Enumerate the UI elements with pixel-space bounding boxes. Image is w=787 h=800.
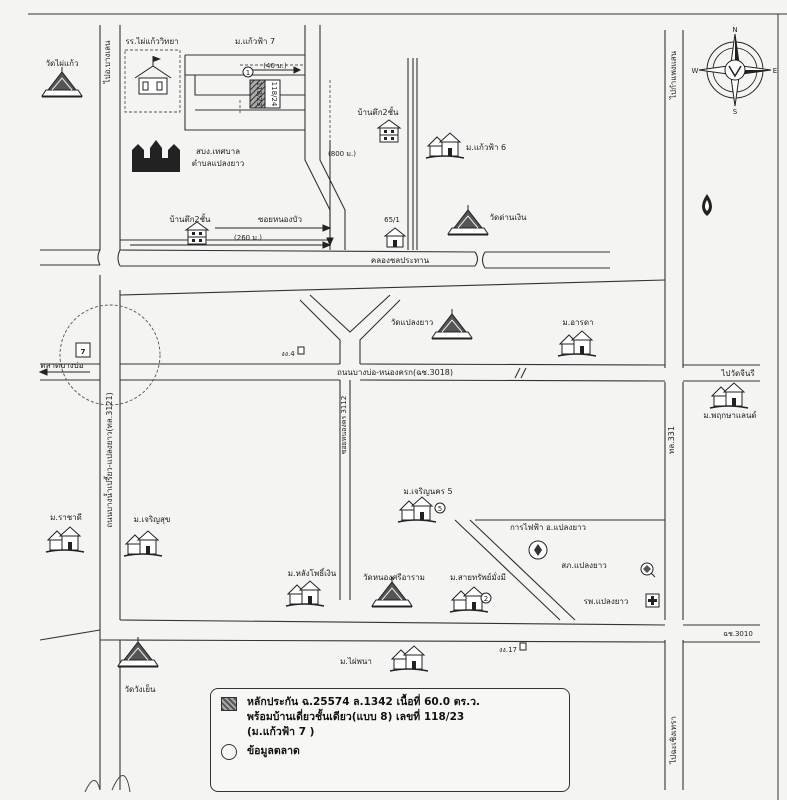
legend-row-market: ข้อมูลตลาด [221, 744, 559, 760]
compass-w: W [692, 67, 699, 75]
label-soi-3112: ซอยหนองคร 3112 [340, 396, 348, 455]
label-hospital: รพ.แปลงยาว [584, 597, 629, 606]
label-dist-260: (260 ม.) [234, 234, 262, 242]
cluster-marker-5: 5 [434, 502, 446, 514]
target-marker-number: 1 [246, 69, 250, 77]
label-wat-wang-yen: วัดวังเย็น [125, 684, 157, 694]
circle-swatch-icon [221, 744, 237, 760]
label-moo-kaewfah7: ม.แก้วฟ้า 7 [235, 37, 275, 46]
km-marker-4 [297, 346, 305, 355]
label-school: รร.ไผ่แก้ววิทยา [125, 37, 178, 46]
hatched-swatch-icon [221, 697, 237, 711]
label-soi-nongbua: ซอยหนองบัว [258, 215, 302, 224]
label-police: สภ.แปลงยาว [561, 561, 606, 570]
label-dist-40: (40 ม.) [263, 62, 287, 70]
label-dist-800: (800 ม.) [328, 150, 356, 158]
compass-rose-icon: N S E W [692, 26, 778, 116]
label-sobtor-2: ตำบลแปลงยาว [192, 159, 244, 168]
target-plot[interactable]: 118/23 118/24 [249, 79, 281, 109]
label-khlong: คลองชลประทาน [371, 256, 430, 265]
legend-panel: หลักประกัน ฉ.25574 ล.1342 เนื้อที่ 60.0 … [210, 688, 570, 792]
cluster-marker-5-number: 5 [438, 505, 442, 513]
distance-arrows [38, 66, 334, 376]
label-chor-3010: ฉช.3010 [723, 630, 753, 638]
legend-row-collateral: หลักประกัน ฉ.25574 ล.1342 เนื้อที่ 60.0 … [221, 695, 559, 740]
legend-line-2: พร้อมบ้านเดี่ยวชั้นเดียว(แบบ 8) เลขที่ 1… [247, 711, 465, 723]
label-moo-charoen-suk: ม.เจริญสุข [134, 515, 171, 524]
municipal-office-icon [132, 140, 180, 172]
label-moo-phaiphana: ม.ไผ่พนา [340, 657, 372, 666]
label-market: ตลาดบางบ่อ [40, 361, 83, 370]
label-moo-arada: ม.อารดา [562, 318, 593, 327]
cluster-marker-2-number: 2 [484, 595, 488, 603]
cluster-marker-2: 2 [480, 592, 492, 604]
label-wat-phai-kaew: วัดไผ่แก้ว [46, 59, 79, 68]
map-labels: วัดไผ่แก้ว ไปอ.บางเลน รร.ไผ่แก้ววิทยา ม.… [40, 37, 756, 765]
hospital-icon [645, 593, 660, 608]
label-wat-dan-ngoen: วัดด่านเงิน [490, 213, 527, 222]
label-road-main: ถนนบางบ่อ-หนองครก(ฉช.3018) [337, 368, 453, 377]
label-pai-chachoengsao: ไปฉะเชิงเทรา [669, 716, 678, 765]
label-moo-rachadi: ม.ราชาดี [50, 513, 82, 522]
police-station-icon [640, 562, 656, 578]
label-moo-sap-mong: ม.สายทรัพย์มั่งมี [450, 571, 506, 582]
label-moo-charoen5: ม.เจริญนคร 5 [403, 487, 452, 496]
plot-label-a: 118/23 [255, 82, 263, 107]
label-pai-bang-le: ไปอ.บางเลน [103, 40, 112, 85]
compass-n: N [732, 26, 737, 34]
label-wat-plaeng-yao: วัดแปลงยาว [391, 318, 433, 327]
plot-label-b: 118/24 [270, 82, 278, 107]
km-marker-17 [519, 642, 527, 651]
target-marker: 1 [242, 66, 254, 78]
school-icon [134, 56, 172, 95]
compass-s: S [733, 108, 738, 116]
label-moo-kaewfah6: ม.แก้วฟ้า 6 [466, 143, 506, 152]
roads [39, 25, 760, 790]
label-ngor-17: งง.17 [499, 646, 517, 654]
legend-line-1: หลักประกัน ฉ.25574 ล.1342 เนื้อที่ 60.0 … [247, 696, 481, 708]
label-wat-nong-thi: วัดหนองศรีอาราม [363, 573, 425, 582]
store-icon: 7 [75, 342, 91, 358]
label-ban-tuek-top: บ้านตึก2ชั้น [357, 106, 399, 117]
svg-text:7: 7 [81, 348, 86, 356]
label-tl-331: ทล.331 [667, 426, 676, 454]
label-ban-tuek-mid: บ้านตึก2ชั้น [169, 213, 211, 224]
label-ngor-4: งง.4 [281, 350, 295, 358]
bottom-scribbles [84, 775, 131, 793]
compass-e: E [773, 67, 777, 75]
label-moo-phrueksa: ม.พฤกษาแลนด์ [703, 410, 756, 420]
label-sobtor-1: สบง.เทศบาล [196, 147, 240, 156]
label-road-left: ถนนบางน้ำเปรี้ยว-แปลงยาว(ทล.3121) [103, 392, 114, 527]
label-65-1: 65/1 [384, 216, 400, 224]
label-pai-wat-chin: ไปวัดจีนรี [720, 369, 755, 378]
power-authority-icon [528, 540, 548, 560]
legend-line-4: ข้อมูลตลาด [247, 745, 300, 757]
label-pea: การไฟฟ้า อ.แปลงยาว [510, 523, 586, 532]
label-pai-kamphaeng: ไปกำแพงแสน [669, 50, 678, 100]
gas-station-icon [702, 194, 712, 216]
label-moo-lomkhao: ม.หลังโพธิ์เงิน [288, 567, 337, 578]
legend-line-3: (ม.แก้วฟ้า 7 ) [247, 726, 315, 738]
